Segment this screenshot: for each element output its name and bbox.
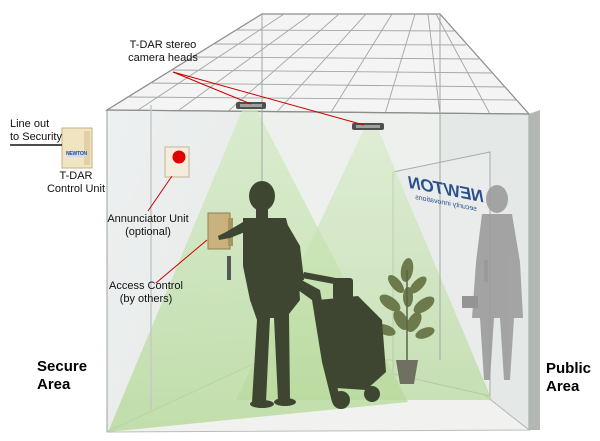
line-out-label: Line out to Security	[10, 118, 62, 144]
secure-area-label-line2: Area	[37, 376, 71, 393]
right-wall-edge	[529, 110, 540, 430]
camera-head-2	[352, 123, 384, 130]
access-control-label: Access Control (by others)	[98, 280, 194, 306]
annunciator-unit	[164, 146, 190, 178]
annunciator-label-line2: (optional)	[125, 226, 171, 238]
camera-heads-label-line2: camera heads	[128, 52, 198, 64]
camera-head-1	[236, 102, 266, 109]
camera-heads-label-line1: T-DAR stereo	[129, 39, 197, 51]
annunciator-label: Annunciator Unit (optional)	[100, 213, 196, 239]
control-unit	[61, 127, 93, 169]
annunciator-label-line1: Annunciator Unit	[107, 213, 189, 225]
secure-area-label-line1: Secure	[37, 358, 88, 375]
access-control-label-line2: (by others)	[119, 293, 173, 305]
access-control-label-line1: Access Control	[109, 280, 183, 292]
person-outside-silhouette	[462, 185, 523, 380]
person-with-cart-silhouette	[218, 181, 386, 409]
control-unit-label: T-DAR Control Unit	[38, 170, 114, 196]
control-unit-logo: NEWTON	[66, 151, 87, 157]
public-area-label-line2: Area	[546, 378, 580, 395]
line-out-label-line2: to Security	[10, 131, 62, 143]
camera-heads-label: T-DAR stereo camera heads	[108, 39, 218, 65]
public-area-label-line1: Public	[546, 360, 592, 377]
potted-plant	[376, 258, 435, 384]
control-unit-label-line1: T-DAR	[59, 170, 93, 182]
secure-area-label: Secure Area	[37, 358, 87, 394]
control-unit-label-line2: Control Unit	[46, 183, 106, 195]
annunciator-light	[172, 150, 186, 164]
public-area-label: Public Area	[546, 360, 591, 396]
line-out-label-line1: Line out	[10, 118, 50, 130]
callout-lines	[147, 71, 365, 284]
